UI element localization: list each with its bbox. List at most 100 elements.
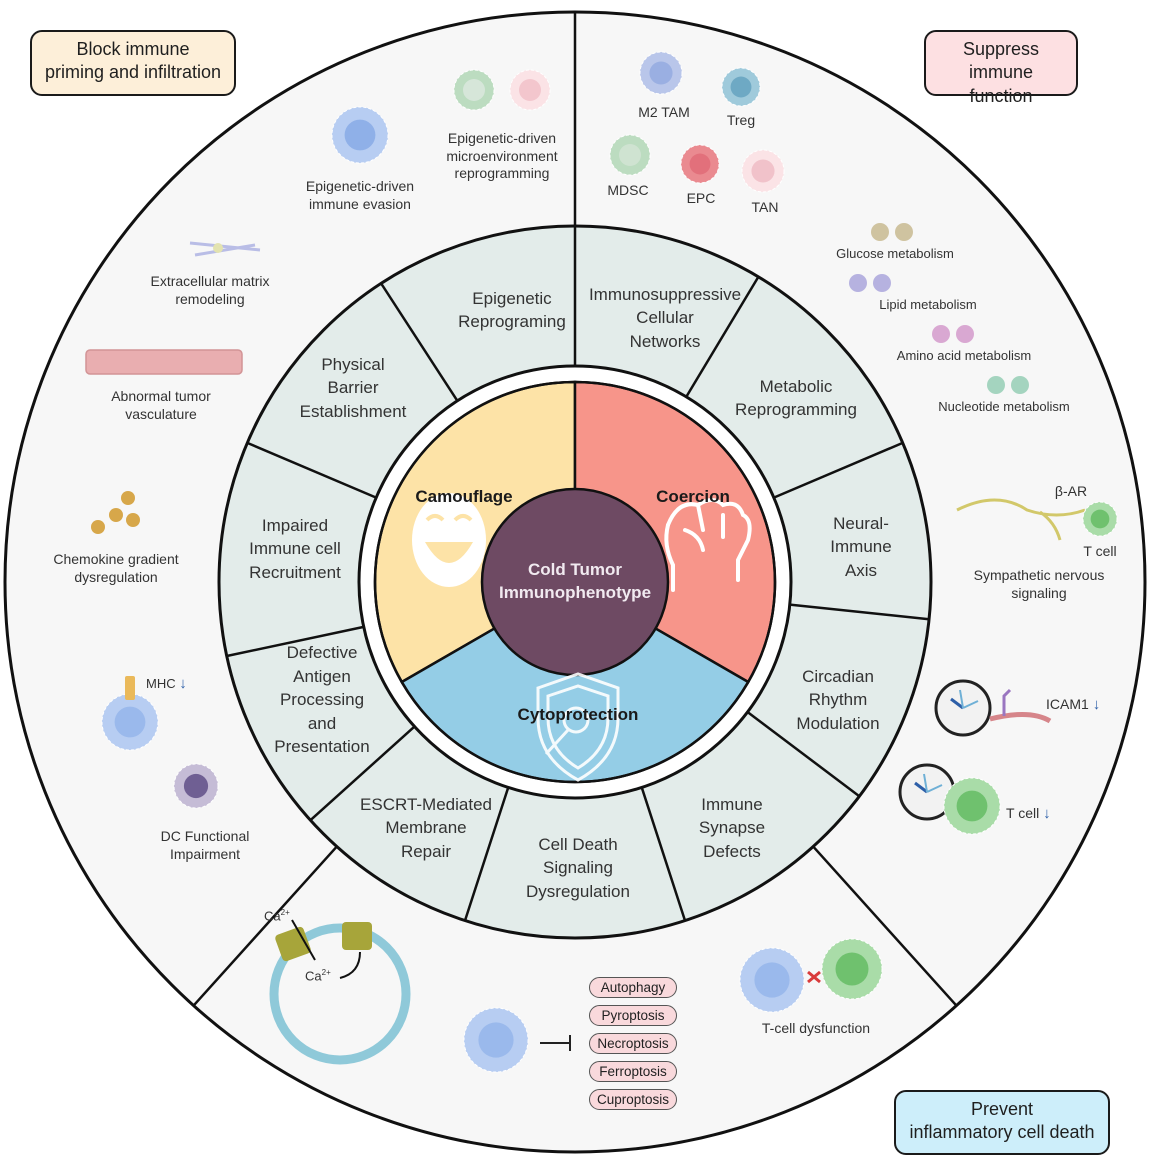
box-line1: Suppress bbox=[962, 39, 1040, 59]
segment-label-line: Signaling bbox=[543, 858, 613, 878]
dendritic-cell-icon bbox=[173, 763, 219, 809]
nerve-fiber-icon bbox=[956, 498, 1086, 541]
calcium-arrow-icon bbox=[339, 951, 361, 979]
text-line: microenvironment bbox=[446, 147, 558, 164]
segment-label-line: Immune bbox=[830, 537, 892, 557]
segment-label-line: Processing bbox=[279, 690, 365, 710]
text-line: Abnormal tumor bbox=[111, 388, 211, 404]
label-icam1: ICAM1 ↓ bbox=[1046, 696, 1126, 715]
mdsc-icon bbox=[609, 134, 651, 176]
label-sympathetic-signaling: Sympathetic nervous signaling bbox=[954, 567, 1124, 602]
label-mhc: MHC ↓ bbox=[146, 675, 216, 694]
text-line: dysregulation bbox=[74, 568, 158, 585]
membrane-vesicle-icon bbox=[269, 923, 411, 1065]
label-beta-ar: β-AR bbox=[1054, 483, 1088, 499]
t-cell-icon bbox=[1082, 501, 1118, 537]
cell-label-tan: TAN bbox=[751, 199, 779, 215]
metabolism-label-nucleotide: Nucleotide metabolism bbox=[938, 399, 1070, 414]
chemokine-icon bbox=[109, 508, 123, 522]
cell-label-treg: Treg bbox=[726, 112, 756, 128]
segment-label-line: Impaired bbox=[261, 515, 329, 535]
text-line: reprogramming bbox=[454, 165, 550, 181]
core-label-cytoprotection: Cytoprotection bbox=[517, 705, 639, 724]
icam1-text: ICAM1 bbox=[1046, 696, 1089, 712]
metabolite-dot-icon bbox=[956, 325, 974, 343]
segment-label-line: Networks bbox=[629, 331, 701, 351]
metabolite-dot-icon bbox=[1011, 376, 1029, 394]
text-line: immune evasion bbox=[309, 195, 411, 212]
mhc-text: MHC bbox=[146, 676, 176, 691]
clock-icon bbox=[934, 679, 992, 737]
cell-death-pill: Pyroptosis bbox=[589, 1005, 677, 1026]
mdsc-cell-icon bbox=[453, 69, 495, 111]
segment-label-line: Modulation bbox=[796, 713, 880, 733]
segment-label-line: Membrane bbox=[385, 818, 467, 838]
segment-label-line: ESCRT-Mediated bbox=[360, 794, 492, 814]
segment-divider bbox=[246, 441, 377, 499]
segment-label-line: Physical bbox=[321, 354, 385, 374]
chemokine-icon bbox=[91, 520, 105, 534]
segment-divider bbox=[789, 603, 930, 621]
segment-divider bbox=[380, 282, 459, 402]
text-line: Chemokine gradient bbox=[53, 551, 179, 567]
chemokine-icon bbox=[126, 513, 140, 527]
segment-divider bbox=[746, 710, 861, 798]
center-line2: Immunophenotype bbox=[498, 582, 652, 602]
core-ring-outline bbox=[373, 380, 777, 784]
cell-label-mdsc: MDSC bbox=[607, 182, 649, 198]
blocked-x-icon bbox=[807, 970, 821, 984]
segment-label-line: Axis bbox=[844, 560, 878, 580]
text-line: Epigenetic-driven bbox=[447, 130, 557, 146]
metabolite-dot-icon bbox=[871, 223, 889, 241]
box-line2: inflammatory cell death bbox=[909, 1122, 1095, 1143]
segment-label-line: Cellular bbox=[636, 308, 694, 328]
endothelial-cell-icon bbox=[989, 712, 1052, 724]
block-immune-priming-box: Block immune priming and infiltration bbox=[30, 30, 236, 96]
metabolism-label-glucose: Glucose metabolism bbox=[836, 246, 954, 261]
antigen-presenting-cell-icon bbox=[101, 693, 159, 751]
segment-label-line: Defects bbox=[703, 841, 761, 861]
segment-divider bbox=[773, 441, 904, 499]
calcium-arrow-icon bbox=[291, 919, 316, 961]
cell-label-epc: EPC bbox=[686, 190, 716, 206]
mhc-molecule-icon bbox=[125, 676, 135, 700]
ca-text: Ca bbox=[305, 968, 322, 984]
metabolite-dot-icon bbox=[987, 376, 1005, 394]
box-line1: Prevent bbox=[970, 1099, 1034, 1119]
metabolism-label-lipid: Lipid metabolism bbox=[879, 297, 977, 312]
tumor-cell-icon bbox=[739, 947, 805, 1013]
down-arrow-icon: ↓ bbox=[179, 675, 187, 692]
label-epigenetic-immune-evasion: Epigenetic-driven immune evasion bbox=[290, 178, 430, 213]
calcium-channel-icon bbox=[342, 922, 372, 950]
segment-label-line: Epigenetic bbox=[472, 288, 552, 308]
chemokine-icon bbox=[121, 491, 135, 505]
metabolite-dot-icon bbox=[932, 325, 950, 343]
tan-icon bbox=[741, 149, 785, 193]
label-ca-top: Ca2+ bbox=[264, 908, 304, 925]
cell-death-pill: Ferroptosis bbox=[589, 1061, 677, 1082]
label-tcell-dysfunction: T-cell dysfunction bbox=[761, 1020, 871, 1036]
segment-divider bbox=[226, 625, 364, 658]
down-arrow-icon: ↓ bbox=[1092, 696, 1101, 713]
label-ecm-remodeling: Extracellular matrix remodeling bbox=[140, 273, 280, 308]
cell-death-pill: Necroptosis bbox=[589, 1033, 677, 1054]
metabolite-dot-icon bbox=[873, 274, 891, 292]
shield-icon bbox=[536, 672, 620, 782]
metabolite-dot-icon bbox=[895, 223, 913, 241]
ca-superscript: 2+ bbox=[321, 968, 331, 977]
text-line: vasculature bbox=[125, 405, 197, 422]
ca-superscript: 2+ bbox=[280, 908, 290, 917]
label-abnormal-vasculature: Abnormal tumor vasculature bbox=[96, 388, 226, 423]
segment-label-line: Rhythm bbox=[808, 690, 868, 710]
segment-label-line: Circadian bbox=[802, 666, 874, 686]
segment-label-line: Synapse bbox=[698, 818, 766, 838]
text-line: remodeling bbox=[175, 290, 245, 307]
segment-label-line: Immunosuppressive bbox=[588, 284, 742, 304]
tan-cell-icon bbox=[509, 69, 551, 111]
